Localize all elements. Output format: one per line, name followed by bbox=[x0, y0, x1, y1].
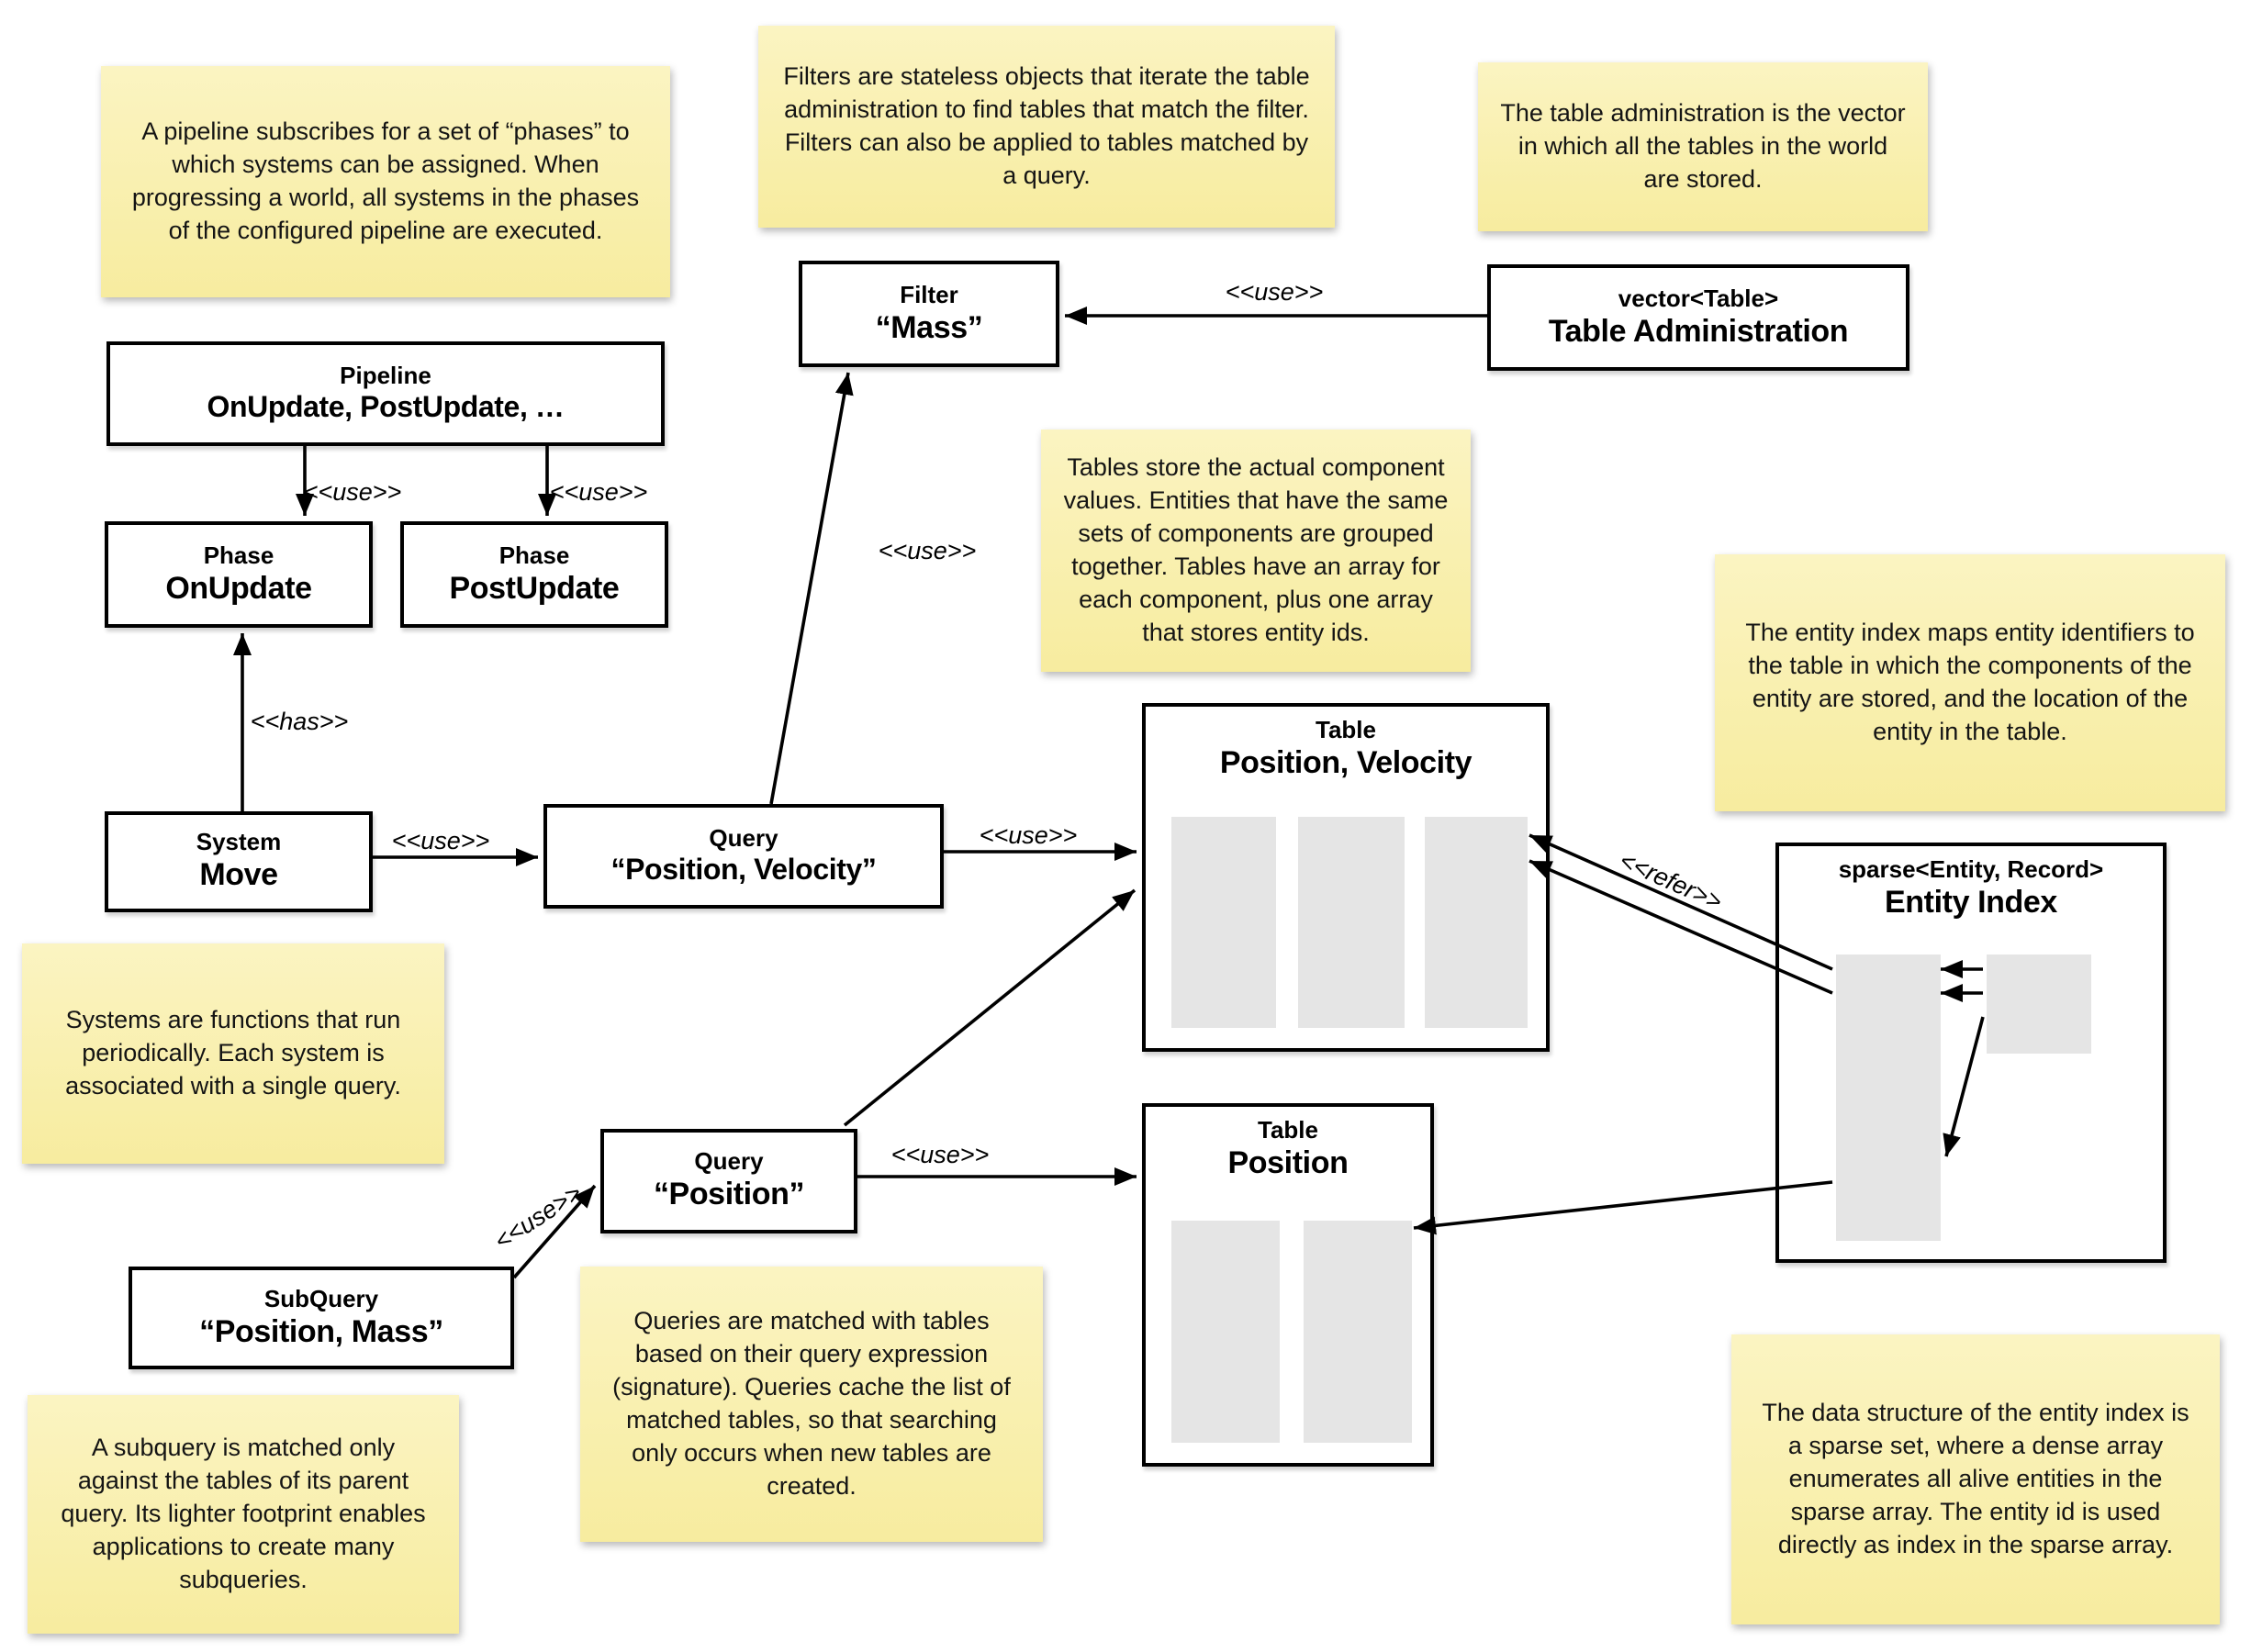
box-query-position: Query“Position” bbox=[600, 1129, 857, 1233]
edge-label-use-pipeline-postupdate: <<use>> bbox=[549, 478, 648, 506]
edge-label-refer-entityindex-table: <<refer>> bbox=[1615, 846, 1727, 916]
box-table-position-velocity-array-1 bbox=[1171, 817, 1276, 1028]
box-entity-index-array-2 bbox=[1987, 954, 2091, 1054]
box-table-position-name-label: Position bbox=[1227, 1145, 1349, 1181]
box-system-move-type-label: System bbox=[196, 828, 282, 856]
arrow-querypos-to-table-pv bbox=[843, 888, 1137, 1127]
box-subquery-name-label: “Position, Mass” bbox=[199, 1313, 443, 1349]
box-filter-mass: Filter“Mass” bbox=[799, 261, 1059, 367]
box-table-position-array-2 bbox=[1304, 1221, 1412, 1443]
edge-label-use-query-filter: <<use>> bbox=[878, 537, 977, 564]
box-entity-index-array-1 bbox=[1836, 954, 1941, 1241]
box-phase-onupdate-type-label: Phase bbox=[203, 541, 274, 569]
box-subquery: SubQuery“Position, Mass” bbox=[129, 1267, 514, 1369]
box-table-position-velocity-name-label: Position, Velocity bbox=[1219, 745, 1473, 781]
box-pipeline-name-label: OnUpdate, PostUpdate, … bbox=[207, 393, 565, 425]
note-systems: Systems are functions that run periodica… bbox=[22, 943, 444, 1164]
box-entity-index-name-label: Entity Index bbox=[1885, 885, 2057, 921]
box-table-position-velocity-array-2 bbox=[1298, 817, 1405, 1028]
note-systems-text: Systems are functions that run periodica… bbox=[65, 1005, 401, 1100]
note-pipeline: A pipeline subscribes for a set of “phas… bbox=[101, 66, 670, 297]
box-table-administration-type-label: vector<Table> bbox=[1618, 284, 1779, 312]
note-queries: Queries are matched with tables based on… bbox=[580, 1267, 1043, 1542]
box-entity-index-type-label: sparse<Entity, Record> bbox=[1838, 855, 2104, 883]
note-tables: Tables store the actual component values… bbox=[1041, 430, 1471, 672]
box-phase-onupdate-name-label: OnUpdate bbox=[165, 570, 312, 606]
note-sparse-set-text: The data structure of the entity index i… bbox=[1762, 1398, 2189, 1559]
box-system-move-name-label: Move bbox=[199, 857, 278, 893]
box-table-position-array-1 bbox=[1171, 1221, 1280, 1443]
box-query-position-type-label: Query bbox=[694, 1147, 764, 1176]
edge-label-use-pipeline-onupdate: <<use>> bbox=[303, 478, 402, 506]
edge-label-use-querypos-table: <<use>> bbox=[890, 1141, 990, 1168]
box-subquery-type-label: SubQuery bbox=[263, 1284, 379, 1312]
edge-label-use-query-table: <<use>> bbox=[979, 821, 1078, 849]
box-phase-postupdate-type-label: Phase bbox=[498, 541, 570, 569]
note-sparse-set: The data structure of the entity index i… bbox=[1731, 1334, 2220, 1624]
edge-label-use-move-query: <<use>> bbox=[391, 827, 490, 854]
arrow-entityindex-to-table-pos bbox=[1413, 1180, 1833, 1235]
box-phase-postupdate-name-label: PostUpdate bbox=[449, 570, 620, 606]
note-subquery-text: A subquery is matched only against the t… bbox=[61, 1433, 426, 1594]
note-subquery: A subquery is matched only against the t… bbox=[28, 1395, 459, 1634]
note-pipeline-text: A pipeline subscribes for a set of “phas… bbox=[131, 117, 640, 245]
note-filters-text: Filters are stateless objects that itera… bbox=[783, 61, 1310, 190]
box-query-position-velocity-name-label: “Position, Velocity” bbox=[610, 855, 877, 887]
box-query-position-name-label: “Position” bbox=[653, 1177, 805, 1212]
edge-label-use-admin-filter: <<use>> bbox=[1225, 278, 1324, 306]
edge-label-use-subquery-query: <<use>> bbox=[489, 1178, 587, 1256]
note-queries-text: Queries are matched with tables based on… bbox=[612, 1306, 1011, 1501]
arrow-query-to-filter bbox=[769, 372, 854, 805]
box-table-position-velocity-array-3 bbox=[1425, 817, 1528, 1028]
edge-label-has-move-phase: <<has>> bbox=[250, 708, 349, 735]
box-table-position-type-label: Table bbox=[1258, 1116, 1318, 1144]
box-query-position-velocity-type-label: Query bbox=[709, 823, 778, 852]
box-table-position-velocity-type-label: Table bbox=[1316, 716, 1376, 743]
box-query-position-velocity: Query “Position, Velocity” bbox=[543, 804, 944, 909]
note-entity-index: The entity index maps entity identifiers… bbox=[1715, 554, 2225, 811]
note-table-administration: The table administration is the vector i… bbox=[1478, 62, 1928, 231]
box-table-administration: vector<Table>Table Administration bbox=[1487, 264, 1909, 371]
note-tables-text: Tables store the actual component values… bbox=[1063, 452, 1449, 647]
box-pipeline-type-label: Pipeline bbox=[340, 361, 431, 389]
note-entity-index-text: The entity index maps entity identifiers… bbox=[1745, 618, 2195, 746]
box-filter-mass-type-label: Filter bbox=[900, 280, 958, 308]
box-filter-mass-name-label: “Mass” bbox=[875, 309, 983, 345]
note-table-administration-text: The table administration is the vector i… bbox=[1500, 98, 1906, 194]
note-filters: Filters are stateless objects that itera… bbox=[758, 26, 1335, 228]
box-entity-index: sparse<Entity, Record>Entity Index bbox=[1775, 843, 2167, 1263]
box-table-administration-name-label: Table Administration bbox=[1548, 313, 1849, 349]
